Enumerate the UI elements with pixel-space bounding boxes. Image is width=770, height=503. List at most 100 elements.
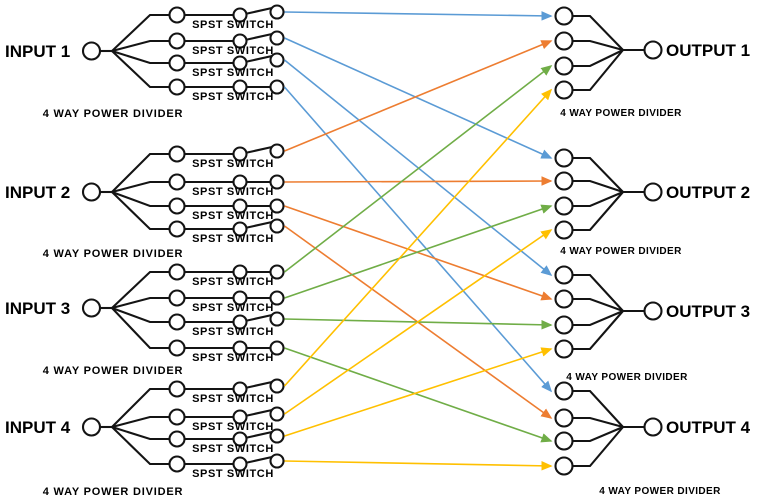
switch-contact-circle [232,264,248,280]
combiner-fan-line [572,191,624,232]
switch-contact-circle [269,30,285,46]
spst-switch-label: SPST SWITCH [192,210,274,222]
switch-contact-circle [269,340,285,356]
power-divider-fan-line [111,415,170,429]
route-line-yellow [283,88,553,387]
route-line-orange [284,40,553,152]
combiner-fan-line [572,14,624,51]
output-port-circle [554,171,574,191]
spst-switch-label: SPST SWITCH [192,468,274,480]
switch-contact-circle [269,311,285,327]
output-port-circle [554,408,574,428]
power-divider-fan-line [111,13,170,52]
switch-contact-circle [232,198,248,214]
switch-contact-circle [269,453,285,469]
output-port-circle [554,381,574,401]
switch-contact-circle [232,431,248,447]
divider-output-circle [168,289,186,307]
route-line-green [284,65,553,273]
switch-arm-open [244,408,273,418]
spst-switch-label: SPST SWITCH [192,421,274,433]
route-line-blue [283,59,553,277]
output-port-circle [554,289,574,309]
power-divider-fan-line [111,270,170,309]
input-label: INPUT 4 [5,418,71,437]
switch-contact-circle [269,290,285,306]
power-divider-fan-line [111,49,170,65]
input-port-circle [81,298,102,318]
divider-output-circle [168,78,186,96]
output-port-circle [554,220,574,240]
switch-contact-circle [232,314,248,330]
power-divider-fan-line [111,425,170,441]
combiner-fan-line [572,179,624,193]
divider-output-circle [168,263,186,281]
route-line-yellow [284,347,553,437]
switch-contact-circle [269,79,285,95]
switch-contact-circle [232,55,248,71]
switch-arm-open [244,6,273,16]
input-label: INPUT 1 [5,42,70,61]
output-port-circle [554,339,574,359]
divider-output-circle [168,455,186,473]
output-label: OUTPUT 1 [666,41,750,60]
output-port-circle [554,31,574,51]
input-port-circle [81,182,102,202]
output-power-divider-label: 4 WAY POWER DIVIDER [560,246,682,257]
switch-contact-circle [269,218,285,234]
output-power-divider-label: 4 WAY POWER DIVIDER [560,108,682,119]
combiner-fan-line [572,191,624,208]
input-port-circle [81,41,102,61]
switch-contact-circle [232,456,248,472]
divider-output-circle [168,173,186,191]
divider-output-circle [168,339,186,357]
route-line-green [284,347,553,443]
divider-output-circle [168,32,186,50]
spst-switch-label: SPST SWITCH [192,276,274,288]
power-divider-fan-line [111,307,170,350]
output-label: OUTPUT 3 [666,302,750,321]
combiner-fan-line [572,389,624,428]
power-divider-fan-line [111,426,170,466]
power-divider-fan-line [111,307,170,324]
switch-contact-circle [269,378,285,394]
combiner-fan-line [572,426,624,468]
switch-arm-open [244,145,273,155]
switch-contact-circle [232,7,248,23]
switch-contact-circle [269,143,285,159]
switch-arm-open [244,455,273,465]
output-port-circle [554,80,574,100]
spst-switch-label: SPST SWITCH [192,67,274,79]
spst-switch-label: SPST SWITCH [192,19,274,31]
combiner-fan-line [572,416,624,429]
switch-contact-circle [269,428,285,444]
switch-arm-open [244,32,273,42]
switch-contact-circle [232,340,248,356]
switch-contact-circle [269,198,285,214]
power-divider-fan-line [111,39,170,53]
output-port-circle [554,431,574,451]
power-divider-fan-line [111,387,170,428]
switch-contact-circle [232,409,248,425]
spst-switch-label: SPST SWITCH [192,233,274,245]
combiner-fan-line [572,310,624,351]
input-power-divider-label: 4 WAY POWER DIVIDER [43,486,184,498]
switch-contact-circle [232,290,248,306]
divider-output-circle [168,145,186,163]
switch-arm-open [244,313,273,323]
output-power-divider-label: 4 WAY POWER DIVIDER [566,372,688,383]
divider-output-circle [168,313,186,331]
output-port-circle [643,417,663,437]
route-line-blue [284,37,553,159]
output-port-circle [554,148,574,168]
switch-contact-circle [232,174,248,190]
input-power-divider-label: 4 WAY POWER DIVIDER [43,248,184,260]
output-port-circle [554,265,574,285]
input-power-divider-label: 4 WAY POWER DIVIDER [43,365,184,377]
input-label: INPUT 3 [5,299,70,318]
combiner-fan-line [572,426,624,443]
output-port-circle [554,456,574,476]
spst-switch-label: SPST SWITCH [192,186,274,198]
divider-output-circle [168,54,186,72]
